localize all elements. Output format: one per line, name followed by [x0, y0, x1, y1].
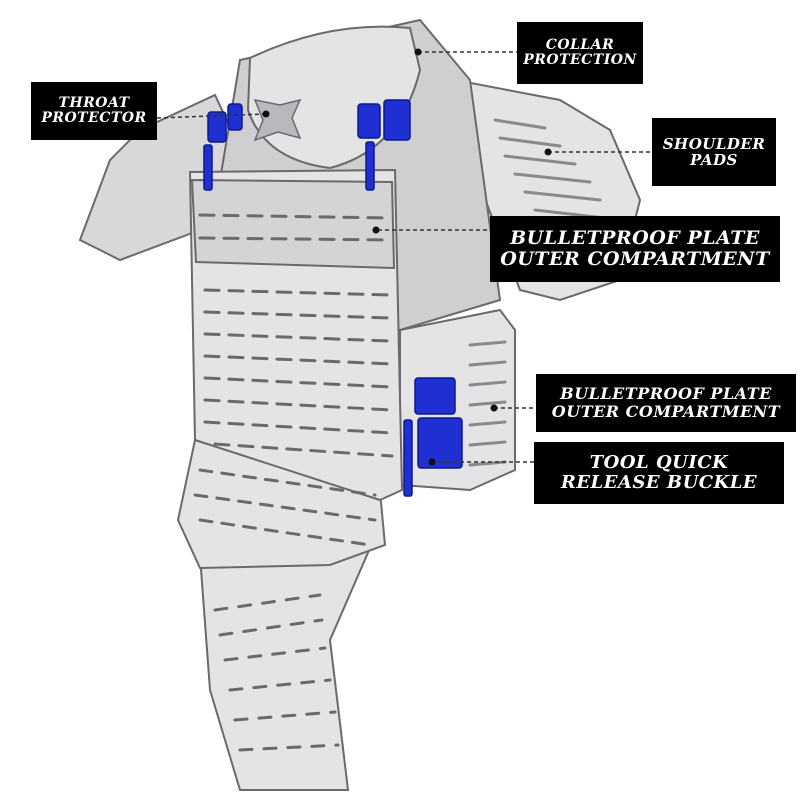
- side-panel-slots: [468, 340, 507, 467]
- label-plate-side-line1: BULLETPROOF PLATE: [560, 384, 772, 404]
- label-plate-side-line2: OUTER COMPARTMENT: [551, 402, 781, 421]
- groin-slots: [213, 593, 340, 752]
- side-quick-release-buckle: [403, 377, 463, 497]
- leader-throat: [156, 113, 265, 119]
- label-plate-front-line1: BULLETPROOF PLATE: [510, 227, 760, 250]
- label-quick-release-buckle: TOOL QUICK RELEASE BUCKLE: [534, 442, 784, 504]
- label-plate-front-line2: OUTER COMPARTMENT: [500, 248, 770, 270]
- label-throat-line2: PROTECTOR: [41, 110, 147, 126]
- throat-x-mark: [253, 98, 302, 142]
- label-throat-protector: THROAT PROTECTOR: [31, 82, 157, 140]
- label-buckle-line1: TOOL QUICK: [589, 452, 729, 474]
- label-shoulder-line2: PADS: [690, 151, 738, 169]
- leader-lines: [156, 51, 652, 463]
- label-collar-line2: PROTECTION: [523, 52, 637, 68]
- label-plate-outer-front: BULLETPROOF PLATE OUTER COMPARTMENT: [490, 216, 780, 282]
- label-shoulder-pads: SHOULDER PADS: [652, 118, 776, 186]
- label-shoulder-line1: SHOULDER: [662, 134, 766, 153]
- label-buckle-line2: RELEASE BUCKLE: [560, 472, 758, 493]
- abdomen-slots: [193, 468, 377, 547]
- label-collar-line1: COLLAR: [545, 36, 615, 53]
- label-collar-protection: COLLAR PROTECTION: [517, 22, 643, 84]
- plate-top-flap: [190, 178, 396, 270]
- label-throat-line1: THROAT: [58, 94, 130, 111]
- label-plate-outer-side: BULLETPROOF PLATE OUTER COMPARTMENT: [536, 374, 796, 432]
- leader-dots: [262, 48, 552, 466]
- front-plate-slots: [198, 213, 394, 458]
- left-strap-buckle: [203, 103, 243, 191]
- right-strap-buckle: [357, 99, 411, 191]
